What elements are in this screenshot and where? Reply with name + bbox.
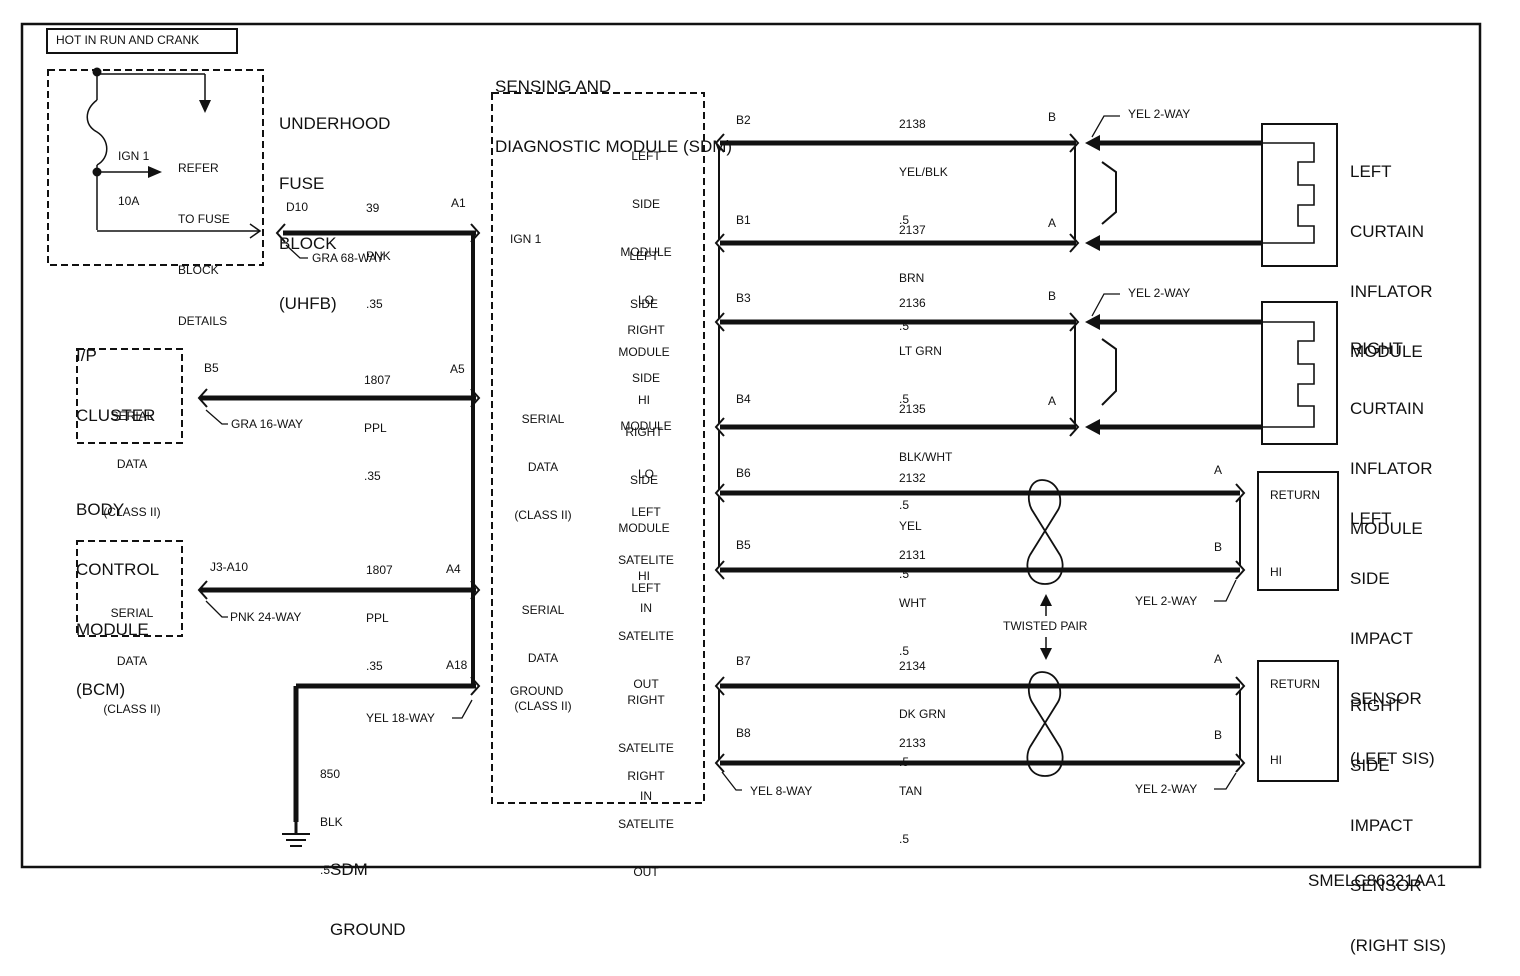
bcm-serial-data: SERIAL DATA (CLASS II) xyxy=(103,606,161,716)
uhfb-connector: GRA 68-WAY xyxy=(312,251,385,265)
sdm-pin-a4: A4 xyxy=(446,562,461,576)
fuse-label: IGN 1 10A xyxy=(118,149,150,208)
wire-2135-label: 2135 BLK/WHT .5 xyxy=(899,402,953,512)
sdm-function-right-satelite-out: RIGHT SATELITE OUT xyxy=(618,769,674,879)
wire-39-label: 39 PNK .35 xyxy=(366,201,391,311)
twisted-pair-lower xyxy=(1026,671,1064,777)
sdm-pin-b4: B4 xyxy=(736,392,751,406)
uhfb-pin: D10 xyxy=(286,200,309,214)
sdm-function-left-side-hi: LEFT SIDE MODULE HI xyxy=(618,249,670,407)
right-curtain-box xyxy=(1261,301,1338,445)
right-sis-box xyxy=(1257,660,1339,782)
ground-connector: YEL 18-WAY xyxy=(366,711,435,725)
wire-1807-a5-label: 1807 PPL .35 xyxy=(364,373,391,483)
left-sis-connector: YEL 2-WAY xyxy=(1135,594,1198,608)
wire-2138-label: 2138 YEL/BLK .5 xyxy=(899,117,948,227)
sdm-ign-label: IGN 1 xyxy=(510,232,542,246)
sdm-pin-b1: B1 xyxy=(736,213,751,227)
wire-2136-label: 2136 LT GRN .5 xyxy=(899,296,942,406)
left-sis-box xyxy=(1257,471,1339,591)
sdm-8way-connector: YEL 8-WAY xyxy=(750,784,813,798)
sdm-title: SENSING AND DIAGNOSTIC MODULE (SDM) xyxy=(495,77,733,156)
sdm-function-right-side-hi: RIGHT SIDE MODULE HI xyxy=(618,425,670,583)
left-sis-title: LEFT SIDE IMPACT SENSOR (LEFT SIS) xyxy=(1350,509,1435,768)
sdm-pin-a1: A1 xyxy=(451,196,466,210)
twisted-pair-upper xyxy=(1026,479,1064,585)
wire-850-label: 850 BLK .5 xyxy=(320,767,343,877)
sdm-ground-function: GROUND xyxy=(510,684,564,698)
sdm-function-right-side-lo: RIGHT SIDE MODULE LO xyxy=(620,323,672,481)
left-curtain-box xyxy=(1261,123,1338,267)
right-sis-title: RIGHT SIDE IMPACT SENSOR (RIGHT SIS) xyxy=(1350,696,1447,955)
refer-note: REFER TO FUSE BLOCK DETAILS xyxy=(178,161,230,328)
sdm-function-left-side-lo: LEFT SIDE MODULE LO xyxy=(620,149,672,307)
bcm-box xyxy=(76,540,183,637)
end-pin-2135: A xyxy=(1048,394,1057,408)
right-curtain-connector: YEL 2-WAY xyxy=(1128,286,1191,300)
wire-2133-label: 2133 TAN .5 xyxy=(899,736,926,846)
sdm-serial-2: SERIAL DATA (CLASS II) xyxy=(514,603,572,713)
left-curtain-connector: YEL 2-WAY xyxy=(1128,107,1191,121)
right-curtain-title: RIGHT CURTAIN INFLATOR MODULE xyxy=(1350,339,1433,538)
ipc-pin: B5 xyxy=(204,361,219,375)
sdm-pin-a5: A5 xyxy=(450,362,465,376)
sdm-pin-b2: B2 xyxy=(736,113,751,127)
sdm-pin-b8: B8 xyxy=(736,726,751,740)
right-wire-group xyxy=(720,140,1240,766)
sdm-ground-label: SDM GROUND xyxy=(330,860,406,939)
end-pin-2132: A xyxy=(1214,463,1223,477)
ipc-connector: GRA 16-WAY xyxy=(231,417,304,431)
header-label: HOT IN RUN AND CRANK xyxy=(56,33,200,47)
figure-id: SMELC86321AA1 xyxy=(1308,871,1446,890)
sdm-box xyxy=(491,92,705,804)
left-sis-hi: HI xyxy=(1270,565,1282,579)
twisted-pair-label: TWISTED PAIR xyxy=(1003,619,1088,633)
end-pin-2133: B xyxy=(1214,728,1223,742)
end-pin-2134: A xyxy=(1214,652,1223,666)
right-sis-return: RETURN xyxy=(1270,677,1320,691)
left-curtain-title: LEFT CURTAIN INFLATOR MODULE xyxy=(1350,162,1433,361)
ipc-title: I/P CLUSTER xyxy=(76,346,156,425)
sdm-serial-1: SERIAL DATA (CLASS II) xyxy=(514,412,572,522)
bcm-pin: J3-A10 xyxy=(210,560,249,574)
wire-2137-label: 2137 BRN .5 xyxy=(899,223,926,333)
sdm-function-right-satelite-in: RIGHT SATELITE IN xyxy=(618,693,674,803)
sdm-pin-b5: B5 xyxy=(736,538,751,552)
sdm-function-left-satelite-out: LEFT SATELITE OUT xyxy=(618,581,674,691)
wire-1807-a4-label: 1807 PPL .35 xyxy=(366,563,393,673)
wiring-diagram xyxy=(20,22,1482,869)
right-sis-hi: HI xyxy=(1270,753,1282,767)
header-box xyxy=(46,28,238,54)
uhfb-box xyxy=(47,69,264,266)
diagram-frame xyxy=(20,22,1482,869)
end-pin-2136: B xyxy=(1048,289,1057,303)
bcm-connector: PNK 24-WAY xyxy=(230,610,302,624)
left-sis-return: RETURN xyxy=(1270,488,1320,502)
end-pin-2131: B xyxy=(1214,540,1223,554)
sdm-pin-a18: A18 xyxy=(446,658,468,672)
wire-2134-label: 2134 DK GRN .5 xyxy=(899,659,946,769)
right-sis-connector: YEL 2-WAY xyxy=(1135,782,1198,796)
wire-2131-label: 2131 WHT .5 xyxy=(899,548,927,658)
fuse-symbol xyxy=(86,99,108,166)
sdm-pin-b7: B7 xyxy=(736,654,751,668)
sdm-pin-b6: B6 xyxy=(736,466,751,480)
ipc-serial-data: SERIAL DATA (CLASS II) xyxy=(103,409,161,519)
bcm-title: BODY CONTROL MODULE (BCM) xyxy=(76,500,160,699)
end-pin-2138: B xyxy=(1048,110,1057,124)
wire-2132-label: 2132 YEL .5 xyxy=(899,471,926,581)
sdm-function-left-satelite-in: LEFT SATELITE IN xyxy=(618,505,674,615)
right-curtain-element xyxy=(1262,321,1315,428)
left-curtain-element xyxy=(1262,142,1315,244)
end-pin-2137: A xyxy=(1048,216,1057,230)
uhfb-title: UNDERHOOD FUSE BLOCK (UHFB) xyxy=(279,114,391,313)
sdm-pin-b3: B3 xyxy=(736,291,751,305)
